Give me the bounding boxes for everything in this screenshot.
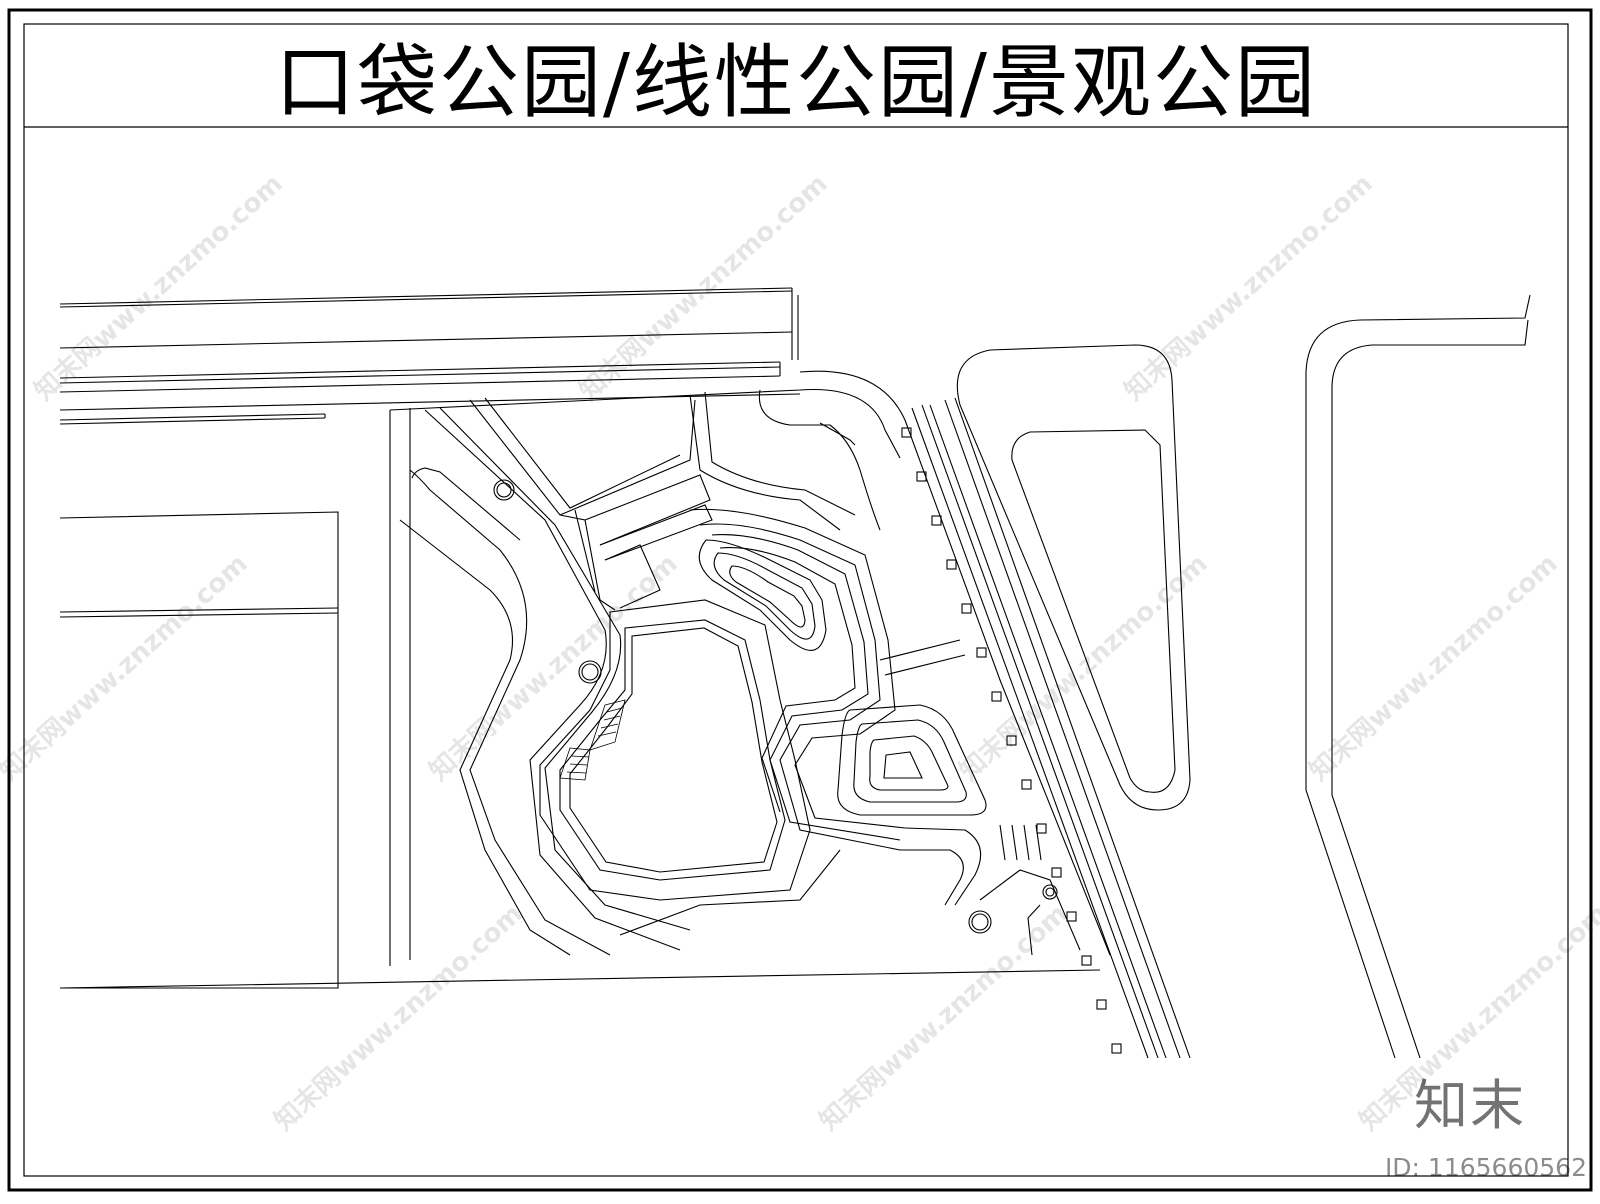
inner-frame xyxy=(23,23,1569,1177)
kerb-markers xyxy=(901,427,1122,1054)
park-boundary xyxy=(389,370,1111,966)
stairs xyxy=(559,699,626,781)
northeast-path xyxy=(758,389,881,531)
traffic-island xyxy=(956,344,1191,811)
east-waterway xyxy=(689,508,982,906)
drawing-title: 口袋公园/线性公园/景观公园 xyxy=(275,35,1317,129)
north-road-lines xyxy=(59,287,801,425)
upper-oval-pool xyxy=(698,539,827,651)
trees xyxy=(493,479,1058,934)
brand-logo: 知末 xyxy=(1414,1073,1526,1137)
outer-frame xyxy=(7,8,1593,1192)
east-road-curve xyxy=(1305,294,1531,1059)
drawing-id: ID: 1165660562 xyxy=(1384,1152,1587,1182)
lower-triangular-pool xyxy=(837,704,987,816)
site-plan-linework xyxy=(59,287,1531,1059)
north-structures xyxy=(469,391,856,611)
west-parcels xyxy=(59,511,1101,989)
southeast-plaza xyxy=(619,639,1081,956)
west-winding-paths xyxy=(399,407,691,956)
central-pond xyxy=(539,599,811,901)
east-street xyxy=(911,397,1191,1059)
